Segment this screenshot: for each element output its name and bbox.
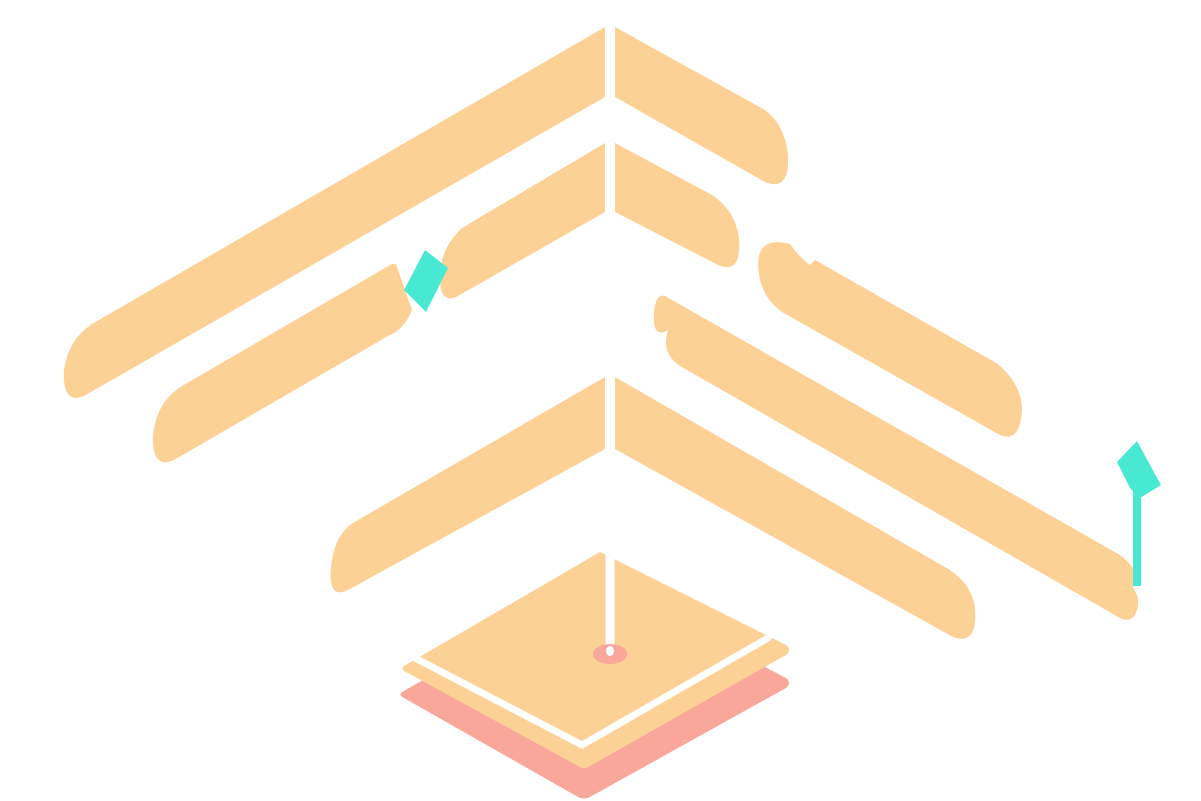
right-long-ramp (653, 295, 1139, 620)
teal-gate[interactable] (404, 250, 448, 312)
lower-right-ramp (615, 377, 976, 639)
middle-upper-left-ramp (440, 143, 605, 299)
goal-flag[interactable] (1117, 441, 1161, 586)
middle-lower-left-ramp (152, 264, 412, 463)
square-base (400, 549, 789, 799)
target-hole-center (606, 646, 614, 656)
top-left-ramp (63, 27, 606, 398)
middle-upper-right-ramp (615, 143, 740, 268)
lower-left-ramp (330, 377, 605, 593)
top-right-ramp (615, 27, 789, 185)
base-top (402, 552, 789, 768)
base-rim (411, 634, 772, 749)
right-upper-ramp (758, 242, 1022, 437)
